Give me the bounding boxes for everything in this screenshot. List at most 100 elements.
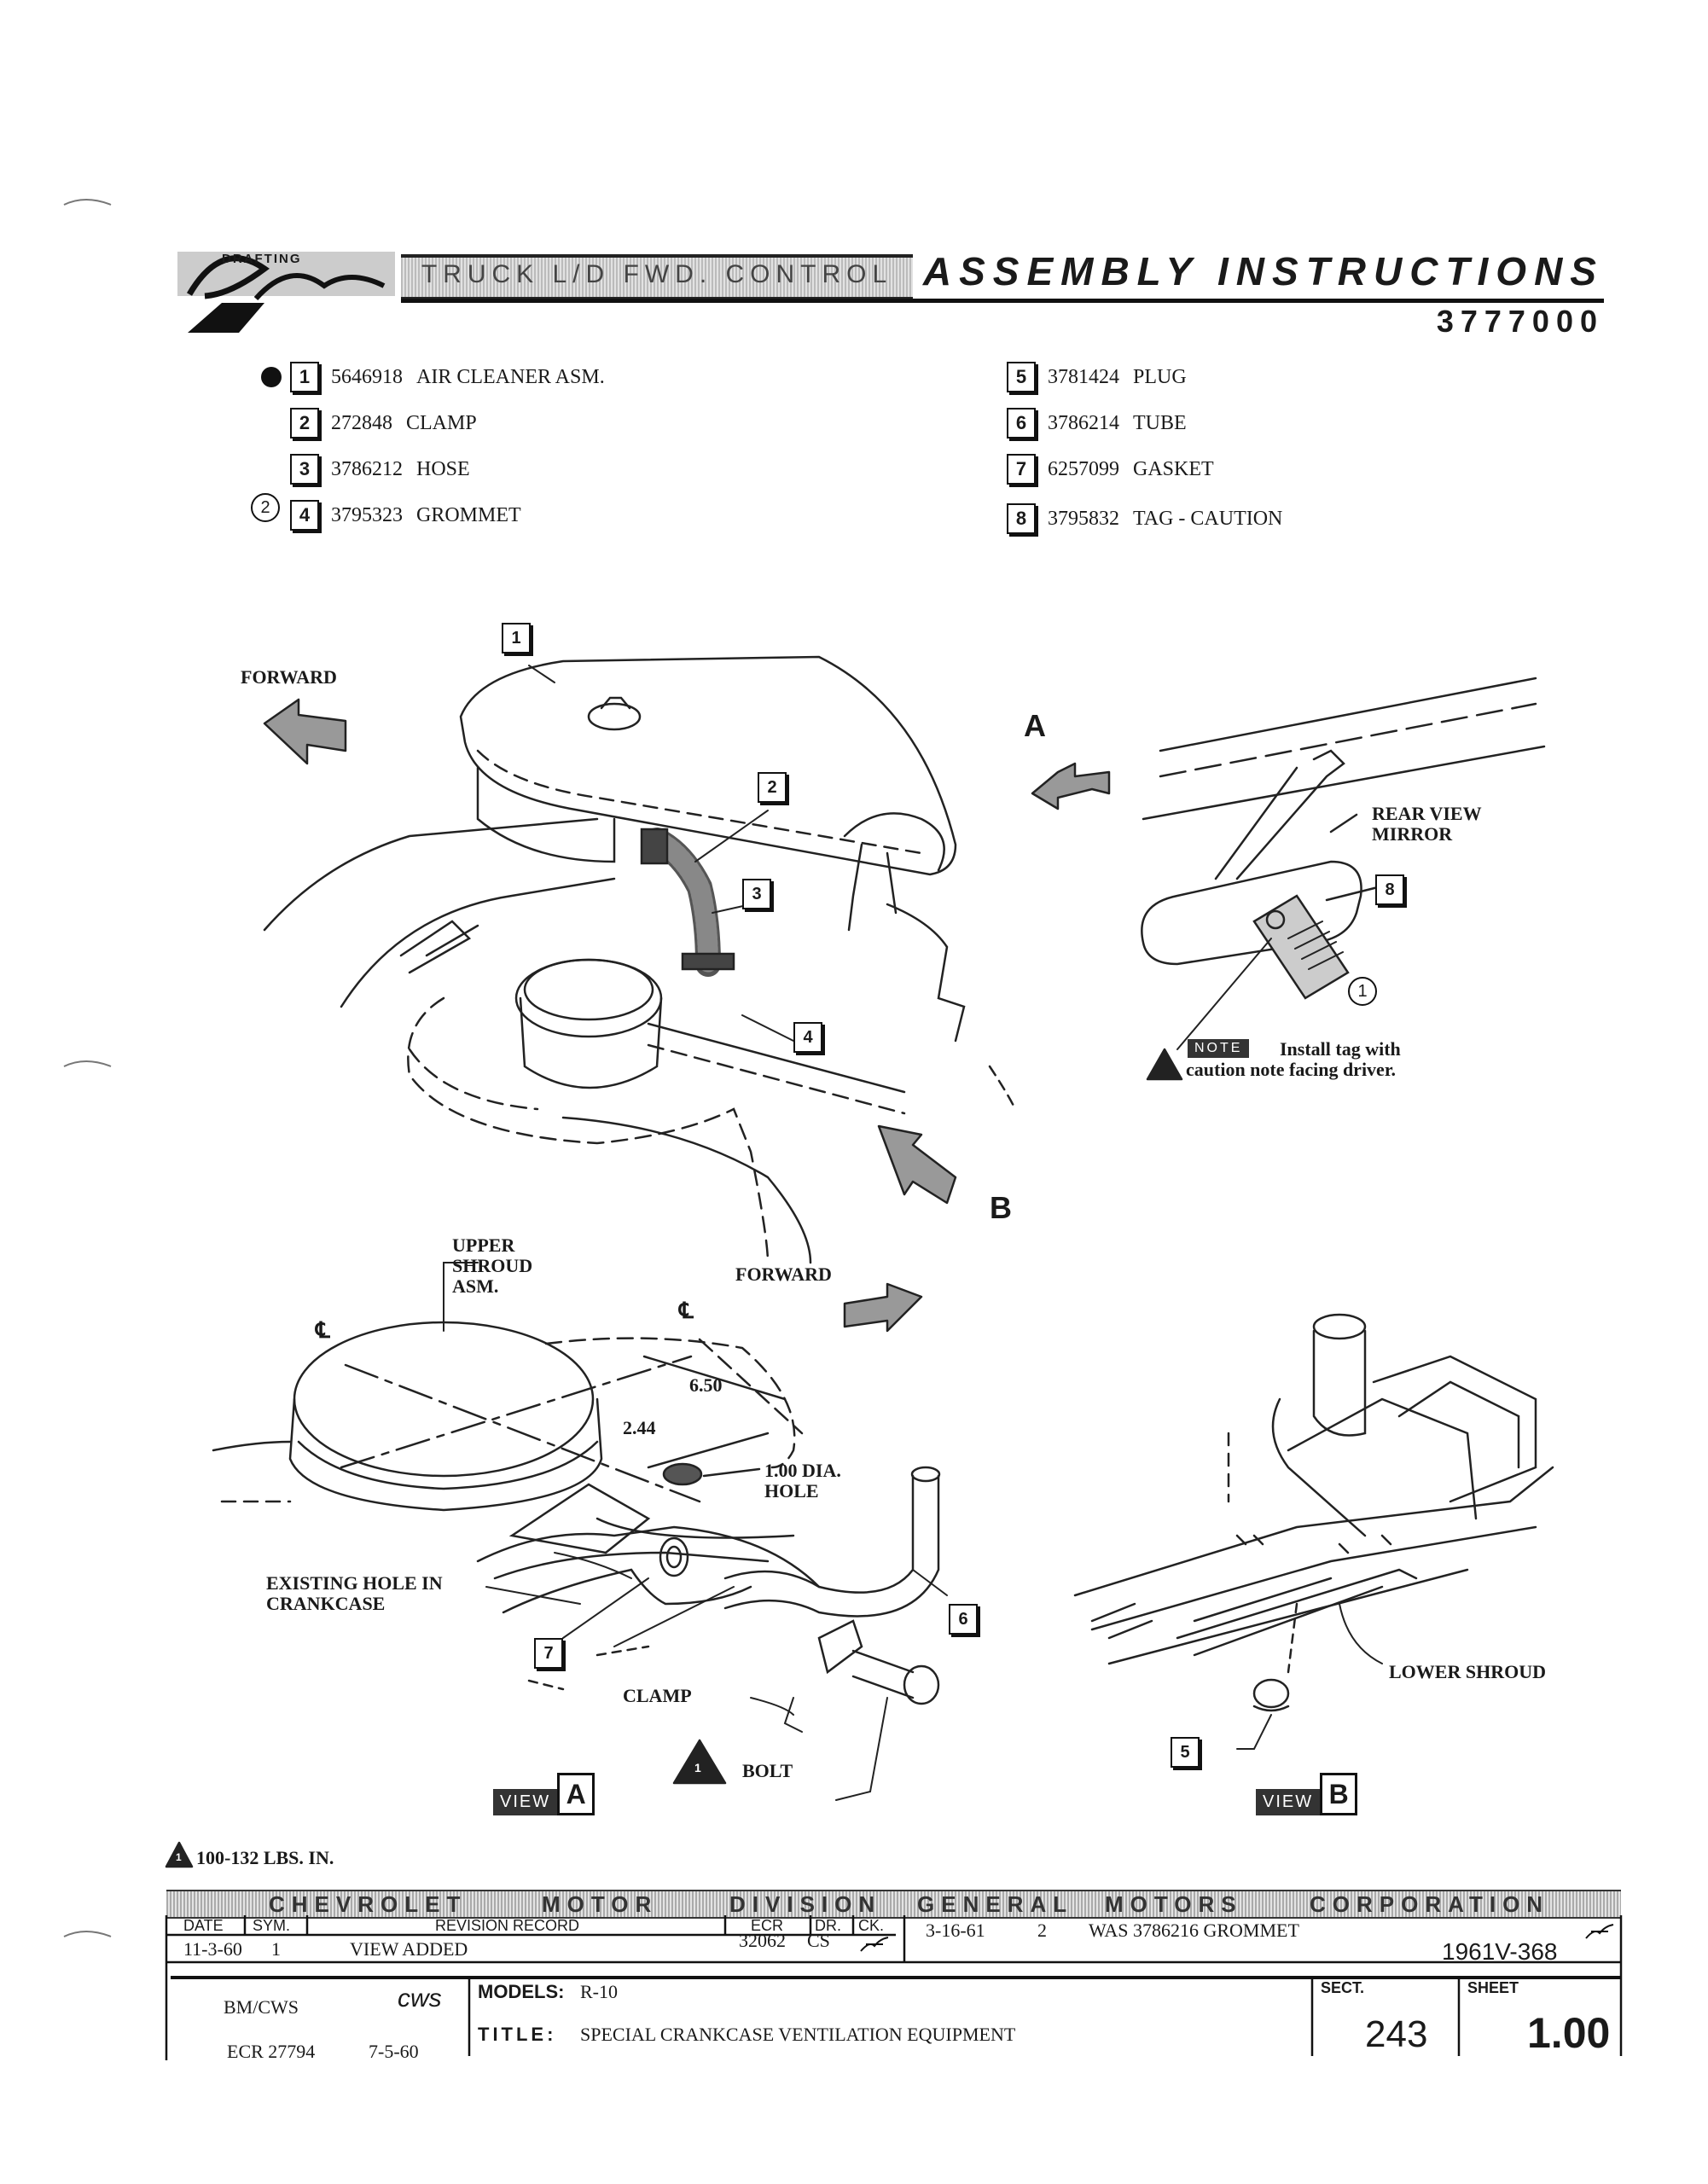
header-rule	[401, 299, 1604, 303]
rev-row-dr: CS	[807, 1930, 830, 1951]
part-index: 3	[290, 454, 319, 485]
callout-5: 5	[1171, 1737, 1200, 1768]
note-text: Install tag with caution note facing dri…	[1186, 1038, 1401, 1080]
callout-1: 1	[502, 623, 531, 653]
part-name: AIR CLEANER ASM.	[416, 365, 605, 388]
rev-right-record: WAS 3786216 GROMMET	[1089, 1920, 1299, 1941]
arrow-b-icon	[877, 1124, 957, 1205]
forward-label: FORWARD	[241, 666, 337, 688]
black-dot-marker	[261, 367, 282, 387]
part-row-6: 6 3786214 TUBE	[1007, 404, 1187, 442]
sheet-label: SHEET	[1467, 1979, 1519, 1996]
part-number: 3786214	[1048, 411, 1119, 434]
lower-shroud-label: LOWER SHROUD	[1389, 1661, 1546, 1682]
part-index: 2	[290, 408, 319, 439]
part-number: 272848	[331, 411, 392, 434]
forward-label-2: FORWARD	[735, 1263, 832, 1285]
part-index: 6	[1007, 408, 1036, 439]
view-word: VIEW	[1256, 1789, 1321, 1815]
callout-2: 2	[758, 772, 787, 803]
rev-header-date: DATE	[183, 1917, 224, 1934]
part-number: 3781424	[1048, 365, 1119, 388]
part-name: GASKET	[1133, 457, 1214, 480]
part-row-8: 8 3795832 TAG - CAUTION	[1007, 500, 1282, 537]
check-initial-icon	[860, 1937, 889, 1952]
header-band-text: TRUCK L/D FWD. CONTROL	[421, 260, 893, 288]
sheet-value: 1.00	[1527, 2009, 1611, 2057]
callout-6: 6	[949, 1604, 978, 1635]
dimension-6-50: 6.50	[689, 1374, 723, 1396]
rev-right-date: 3-16-61	[926, 1920, 985, 1941]
header-band	[401, 254, 913, 300]
rev-row-ecr: 32062	[739, 1930, 786, 1951]
mirror-detail-drawing	[1141, 677, 1546, 1050]
band-word-6: CORPORATION	[1310, 1891, 1550, 1917]
note-warning-icon	[1146, 1048, 1183, 1081]
drawing-title: SPECIAL CRANKCASE VENTILATION EQUIPMENT	[580, 2024, 1016, 2045]
torque-spec: 100-132 LBS. IN.	[196, 1847, 334, 1868]
view-b-tag: VIEW B	[1256, 1773, 1358, 1815]
ecr-number: ECR 27794	[227, 2041, 316, 2062]
band-word-4: GENERAL	[917, 1891, 1074, 1917]
part-name: GROMMET	[416, 503, 521, 526]
sect-value: 243	[1365, 2013, 1428, 2055]
rev-row-record: VIEW ADDED	[350, 1938, 468, 1960]
part-number: 5646918	[331, 365, 403, 388]
page-title: ASSEMBLY INSTRUCTIONS	[922, 249, 1604, 293]
doc-reference: 1961V-368	[1442, 1938, 1558, 1965]
air-cleaner-drawing	[459, 655, 957, 932]
part-number: 6257099	[1048, 457, 1119, 480]
arrow-a-label: A	[1024, 708, 1046, 743]
view-letter: B	[1320, 1773, 1358, 1815]
logo-graphic	[177, 252, 395, 333]
part-index: 4	[290, 500, 319, 531]
circle-marker-1: 1	[1348, 977, 1377, 1006]
ref-initial-icon	[1585, 1924, 1614, 1939]
rev-header-dr: DR.	[815, 1917, 841, 1934]
forward-arrow-2-icon	[843, 1282, 923, 1333]
part-row-7: 7 6257099 GASKET	[1007, 450, 1214, 488]
part-number: 3795832	[1048, 507, 1119, 530]
title-block-band: CHEVROLET MOTOR DIVISION GENERAL MOTORS …	[166, 1890, 1621, 1919]
part-row-3: 3 3786212 HOSE	[290, 450, 470, 488]
dimension-2-44: 2.44	[623, 1417, 656, 1438]
arrow-a-icon	[1031, 762, 1111, 810]
rev-right-sym: 2	[1037, 1920, 1047, 1941]
part-row-4: 4 3795323 GROMMET	[290, 497, 521, 534]
view-letter: A	[557, 1773, 595, 1815]
rev-header-record: REVISION RECORD	[435, 1917, 580, 1934]
part-name: TUBE	[1133, 411, 1187, 434]
logo-text: DRAFTING	[222, 252, 302, 266]
rev-row-date: 11-3-60	[183, 1938, 242, 1960]
torque-warning-icon	[165, 1841, 194, 1868]
part-row-2: 2 272848 CLAMP	[290, 404, 477, 442]
band-word-3: DIVISION	[729, 1891, 882, 1917]
rear-view-mirror-label: REAR VIEW MIRROR	[1372, 803, 1482, 845]
part-number: 3795323	[331, 503, 403, 526]
part-index: 8	[1007, 503, 1036, 534]
callout-7: 7	[534, 1638, 563, 1669]
hose-drawing	[640, 828, 735, 977]
centerline-mark-1: ℄	[316, 1318, 330, 1343]
direction-arrows	[165, 698, 1183, 1868]
part-index: 5	[1007, 362, 1036, 392]
leader-lines-main	[528, 665, 794, 1042]
arrow-b-label: B	[990, 1190, 1012, 1225]
callout-8: 8	[1375, 874, 1404, 905]
models-value: R-10	[580, 1981, 618, 2002]
note-tag: NOTE	[1188, 1039, 1250, 1058]
band-word-2: MOTOR	[542, 1891, 659, 1917]
hole-label: 1.00 DIA. HOLE	[764, 1460, 841, 1502]
document-number: 3777000	[1436, 304, 1604, 339]
torque-mark: 1	[176, 1851, 182, 1863]
existing-hole-label: EXISTING HOLE IN CRANKCASE	[266, 1572, 443, 1614]
view-a-drawing	[212, 1262, 948, 1801]
engine-top-drawing	[263, 817, 1017, 1264]
rev-header-sym: SYM.	[253, 1917, 291, 1934]
drawn-by: BM/CWS	[224, 1996, 299, 2018]
bolt-mark: 1	[694, 1761, 701, 1774]
band-word-5: MOTORS	[1105, 1891, 1243, 1917]
